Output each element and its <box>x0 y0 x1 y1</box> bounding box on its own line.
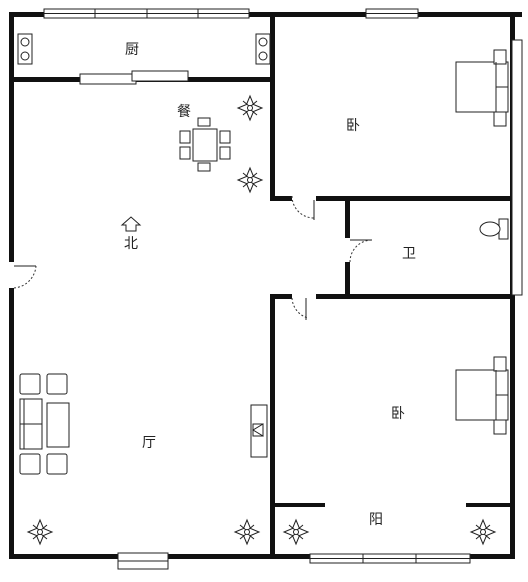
wall-bath-left-lower <box>345 262 350 298</box>
wall-center-lower <box>270 294 275 559</box>
kitchen-label: 厨 <box>125 42 139 58</box>
wall-balcony-left <box>273 503 325 507</box>
stove-icon <box>255 33 271 65</box>
bed-icon <box>455 356 509 435</box>
stove-icon <box>17 33 33 65</box>
wall-top <box>9 12 522 17</box>
ceiling-light-icon <box>26 518 54 546</box>
doors <box>13 195 373 320</box>
bathroom-label: 卫 <box>402 246 416 262</box>
outer-walls <box>9 12 522 559</box>
balcony-label: 阳 <box>369 512 383 528</box>
room-labels: 厨 餐 北 卧 卫 卧 厅 阳 <box>124 42 416 528</box>
window-kitchen-inner-right <box>131 70 189 82</box>
sofa-icon <box>19 373 70 475</box>
tv-icon <box>250 404 268 458</box>
bed-icon <box>455 49 509 127</box>
bedroom-bottom-label: 卧 <box>391 406 405 422</box>
dining-label: 餐 <box>177 104 191 120</box>
bedroom-top-label: 卧 <box>346 118 360 134</box>
wall-balcony-right <box>466 503 512 507</box>
ceiling-light-icon <box>236 94 264 122</box>
wall-bedroom1-bottom-b <box>316 196 515 201</box>
window-kitchen-inner-left <box>79 73 137 85</box>
toilet-icon <box>479 218 509 240</box>
window-right-side <box>511 39 523 296</box>
ceiling-lights <box>26 94 497 546</box>
wall-left-upper <box>9 12 14 262</box>
door-entry-swing <box>13 265 37 289</box>
door-bath-swing <box>349 239 373 263</box>
dining-table-icon <box>179 117 231 172</box>
ceiling-light-icon <box>233 518 261 546</box>
wall-bedroom1-bottom-a <box>270 196 292 201</box>
wall-center-upper <box>270 12 275 200</box>
door-bedroom1-swing <box>291 195 315 219</box>
living-room-label: 厅 <box>142 435 156 451</box>
ceiling-light-icon <box>282 518 310 546</box>
compass-north-arrow-icon <box>120 216 142 232</box>
wall-left-lower <box>9 288 14 559</box>
ceiling-light-icon <box>236 166 264 194</box>
windows <box>43 8 523 570</box>
interior-walls <box>9 12 515 559</box>
wall-bedroom2-top-a <box>270 294 292 299</box>
wall-bath-left-upper <box>345 200 350 238</box>
wall-bedroom2-top-b <box>316 294 515 299</box>
north-marker-label: 北 <box>124 236 138 252</box>
ceiling-light-icon <box>469 518 497 546</box>
